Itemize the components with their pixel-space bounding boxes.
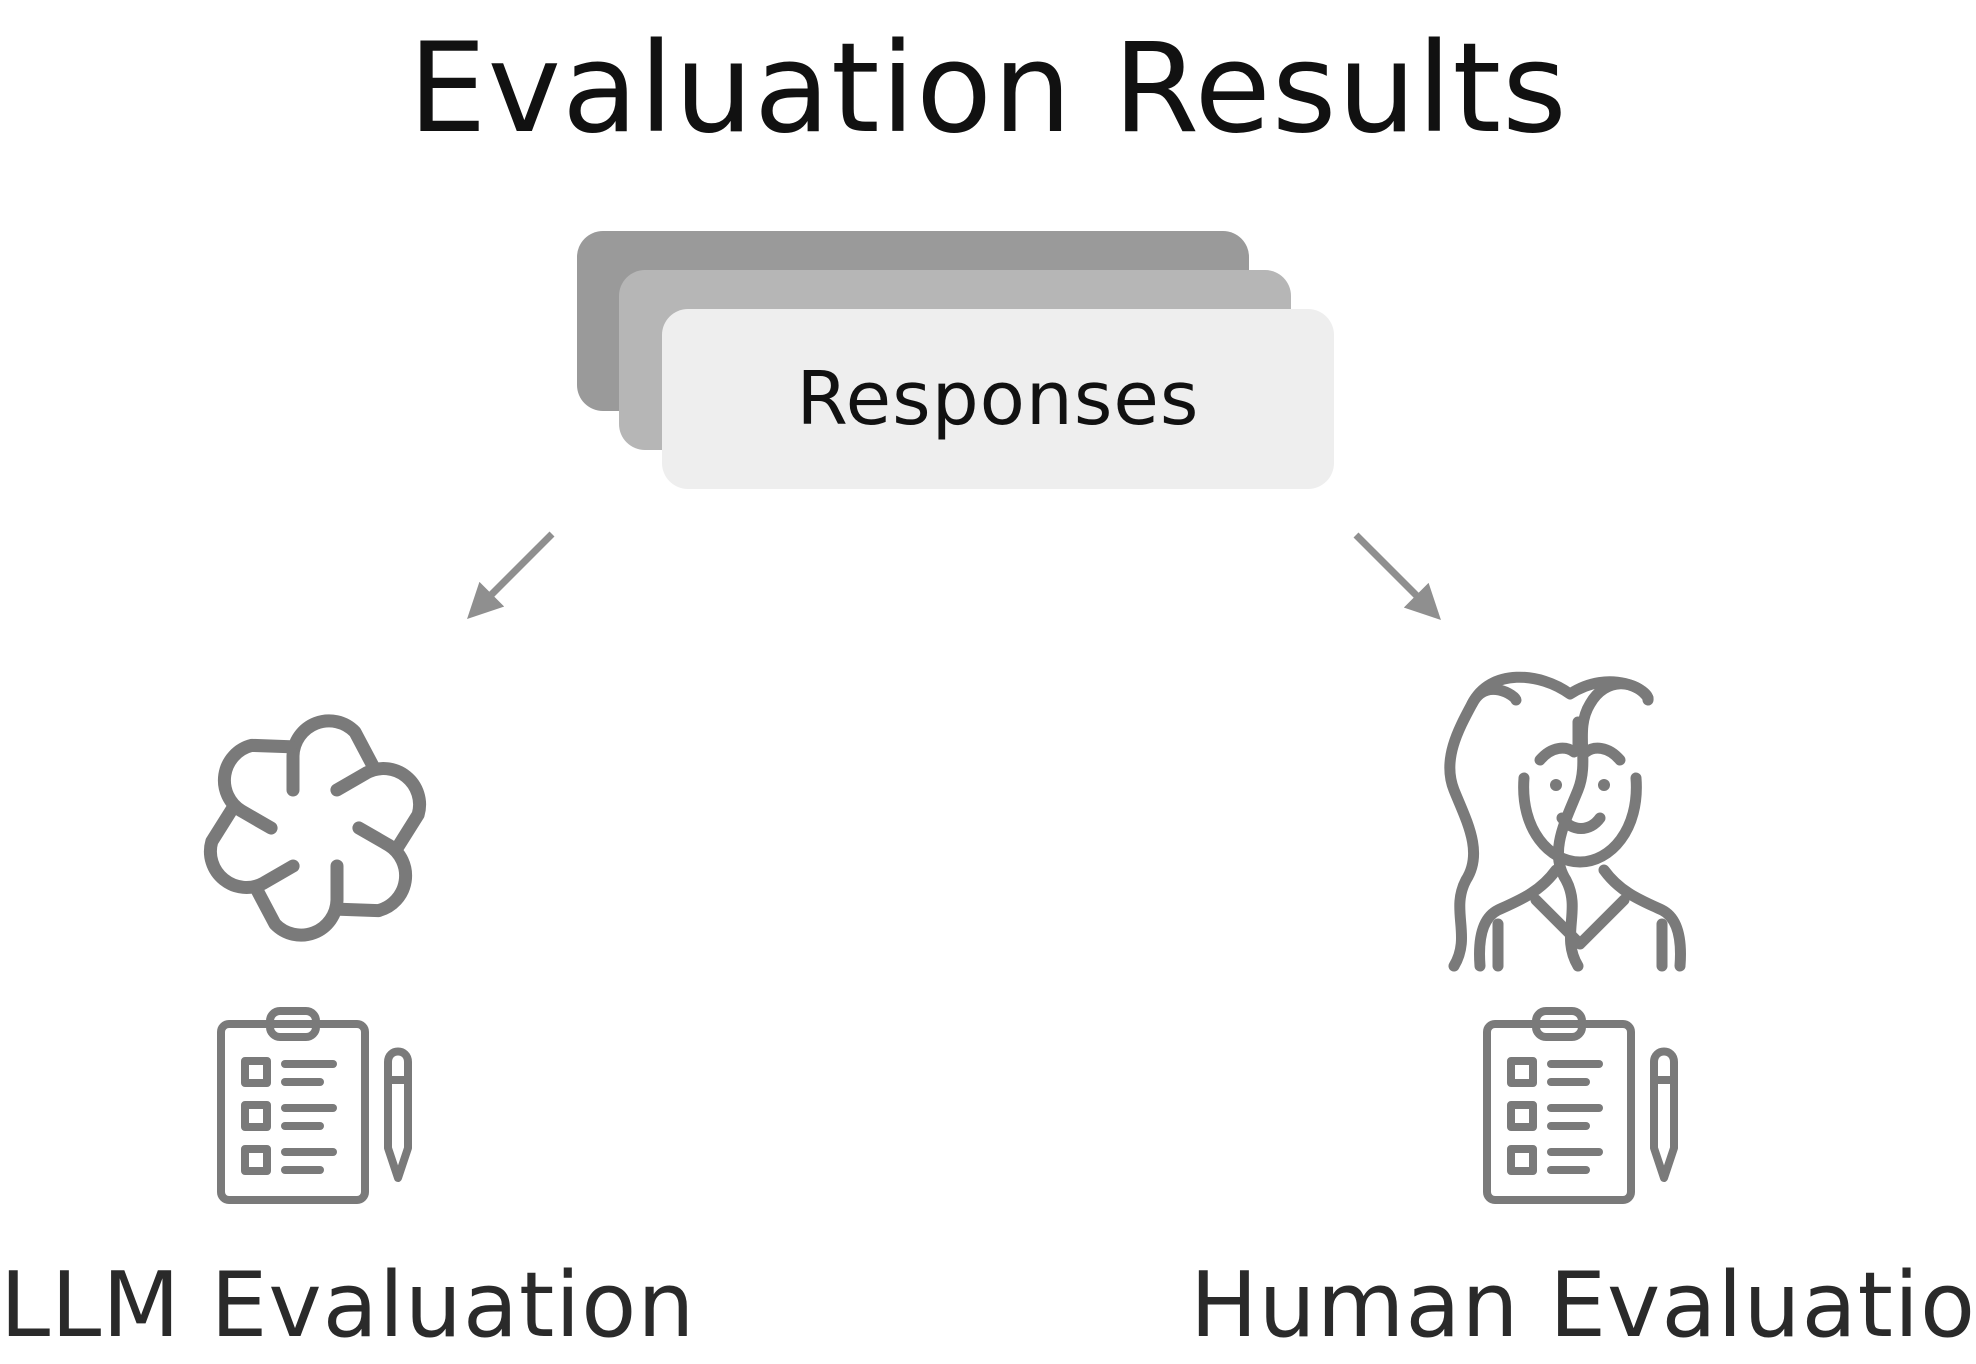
openai-logo-icon <box>203 714 427 942</box>
responses-label: Responses <box>796 356 1200 442</box>
llm-evaluation-caption: LLM Evaluation <box>0 1253 696 1358</box>
responses-box: Responses <box>662 309 1334 489</box>
human-evaluation-caption: Human Evaluation <box>1190 1253 1976 1358</box>
diagram-title: Evaluation Results <box>408 17 1568 161</box>
arrow-to-llm <box>467 531 555 619</box>
checklist-clipboard-icon <box>217 1007 412 1204</box>
woman-avatar-icon <box>1444 671 1686 972</box>
checklist-clipboard-icon <box>1483 1007 1678 1204</box>
arrow-to-human <box>1353 532 1441 620</box>
